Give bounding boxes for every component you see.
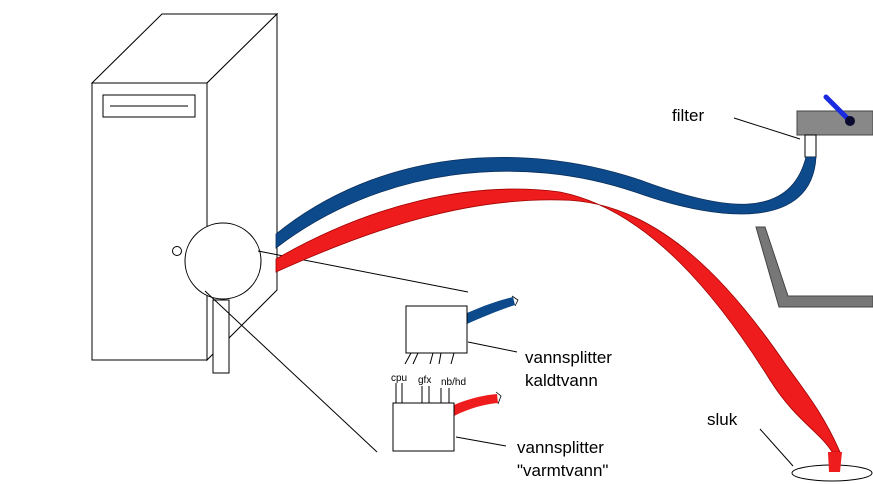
computer-tower [90, 12, 279, 362]
label-port-gfx: gfx [418, 375, 431, 386]
hot-water-hose [275, 188, 841, 453]
zoom-line-bottom [204, 290, 378, 453]
label-splitter-hot-line2: "varmtvann" [517, 461, 608, 480]
leader-splitter-cold [467, 341, 518, 353]
splitter-cold-box [405, 305, 468, 354]
power-button [172, 246, 182, 256]
sink-basin [755, 226, 873, 308]
faucet-knob [845, 116, 855, 126]
drain-hose-end [828, 452, 842, 472]
leader-filter [733, 117, 801, 140]
label-port-nbhd: nb/hd [441, 377, 466, 388]
label-filter: filter [672, 106, 704, 125]
splitter-hot [392, 383, 502, 452]
splitter-hot-box [392, 402, 455, 452]
label-drain: sluk [707, 410, 738, 429]
cold-water-hose [275, 156, 817, 249]
tower-drain-pipe [212, 299, 230, 374]
faucet-handle [823, 94, 852, 123]
splitter-hot-hose [454, 394, 498, 416]
zoom-circle [184, 222, 262, 300]
filter-fitting [804, 134, 817, 158]
splitter-cold [404, 295, 519, 365]
tower-front [91, 82, 208, 361]
label-splitter-cold-line2: kaldtvann [525, 371, 598, 390]
faucet-body [796, 110, 873, 136]
splitter-cold-hose [467, 297, 515, 324]
label-port-cpu: cpu [391, 373, 407, 384]
leader-drain [759, 428, 794, 467]
leader-splitter-hot [455, 436, 507, 447]
label-splitter-hot-line1: vannsplitter [517, 438, 604, 457]
label-splitter-cold-line1: vannsplitter [525, 348, 612, 367]
